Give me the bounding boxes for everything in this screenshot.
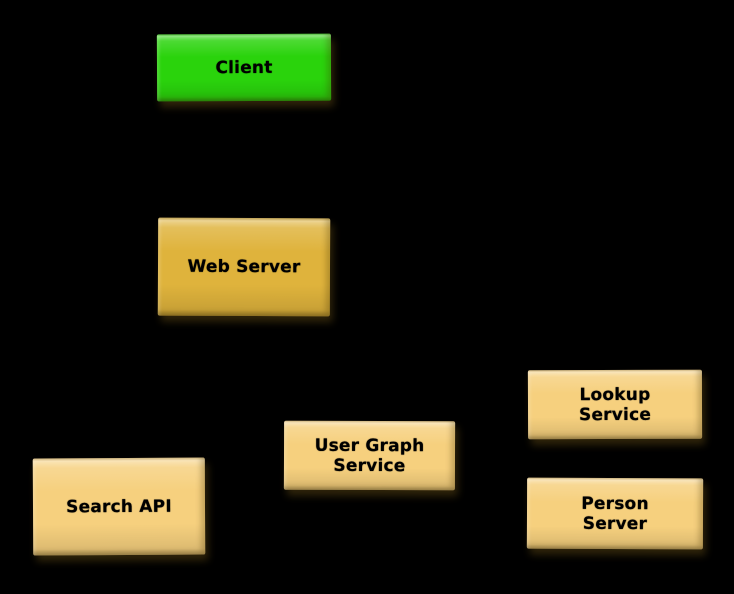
node-lookup-service: Lookup Service — [527, 369, 703, 440]
node-client: Client — [156, 33, 332, 102]
node-label: User Graph — [314, 435, 425, 456]
node-person-server: Person Server — [526, 477, 704, 550]
node-search-api: Search API — [32, 457, 206, 556]
node-label: Server — [582, 513, 648, 534]
node-label: Client — [215, 57, 273, 78]
node-label: Service — [578, 404, 652, 425]
node-web-server: Web Server — [157, 217, 331, 317]
node-label: Service — [333, 455, 406, 476]
node-user-graph-service: User Graph Service — [283, 420, 456, 491]
node-label: Lookup — [579, 384, 651, 405]
node-label: Person — [581, 493, 649, 514]
node-label: Web Server — [187, 256, 301, 278]
node-label: Search API — [66, 496, 172, 517]
